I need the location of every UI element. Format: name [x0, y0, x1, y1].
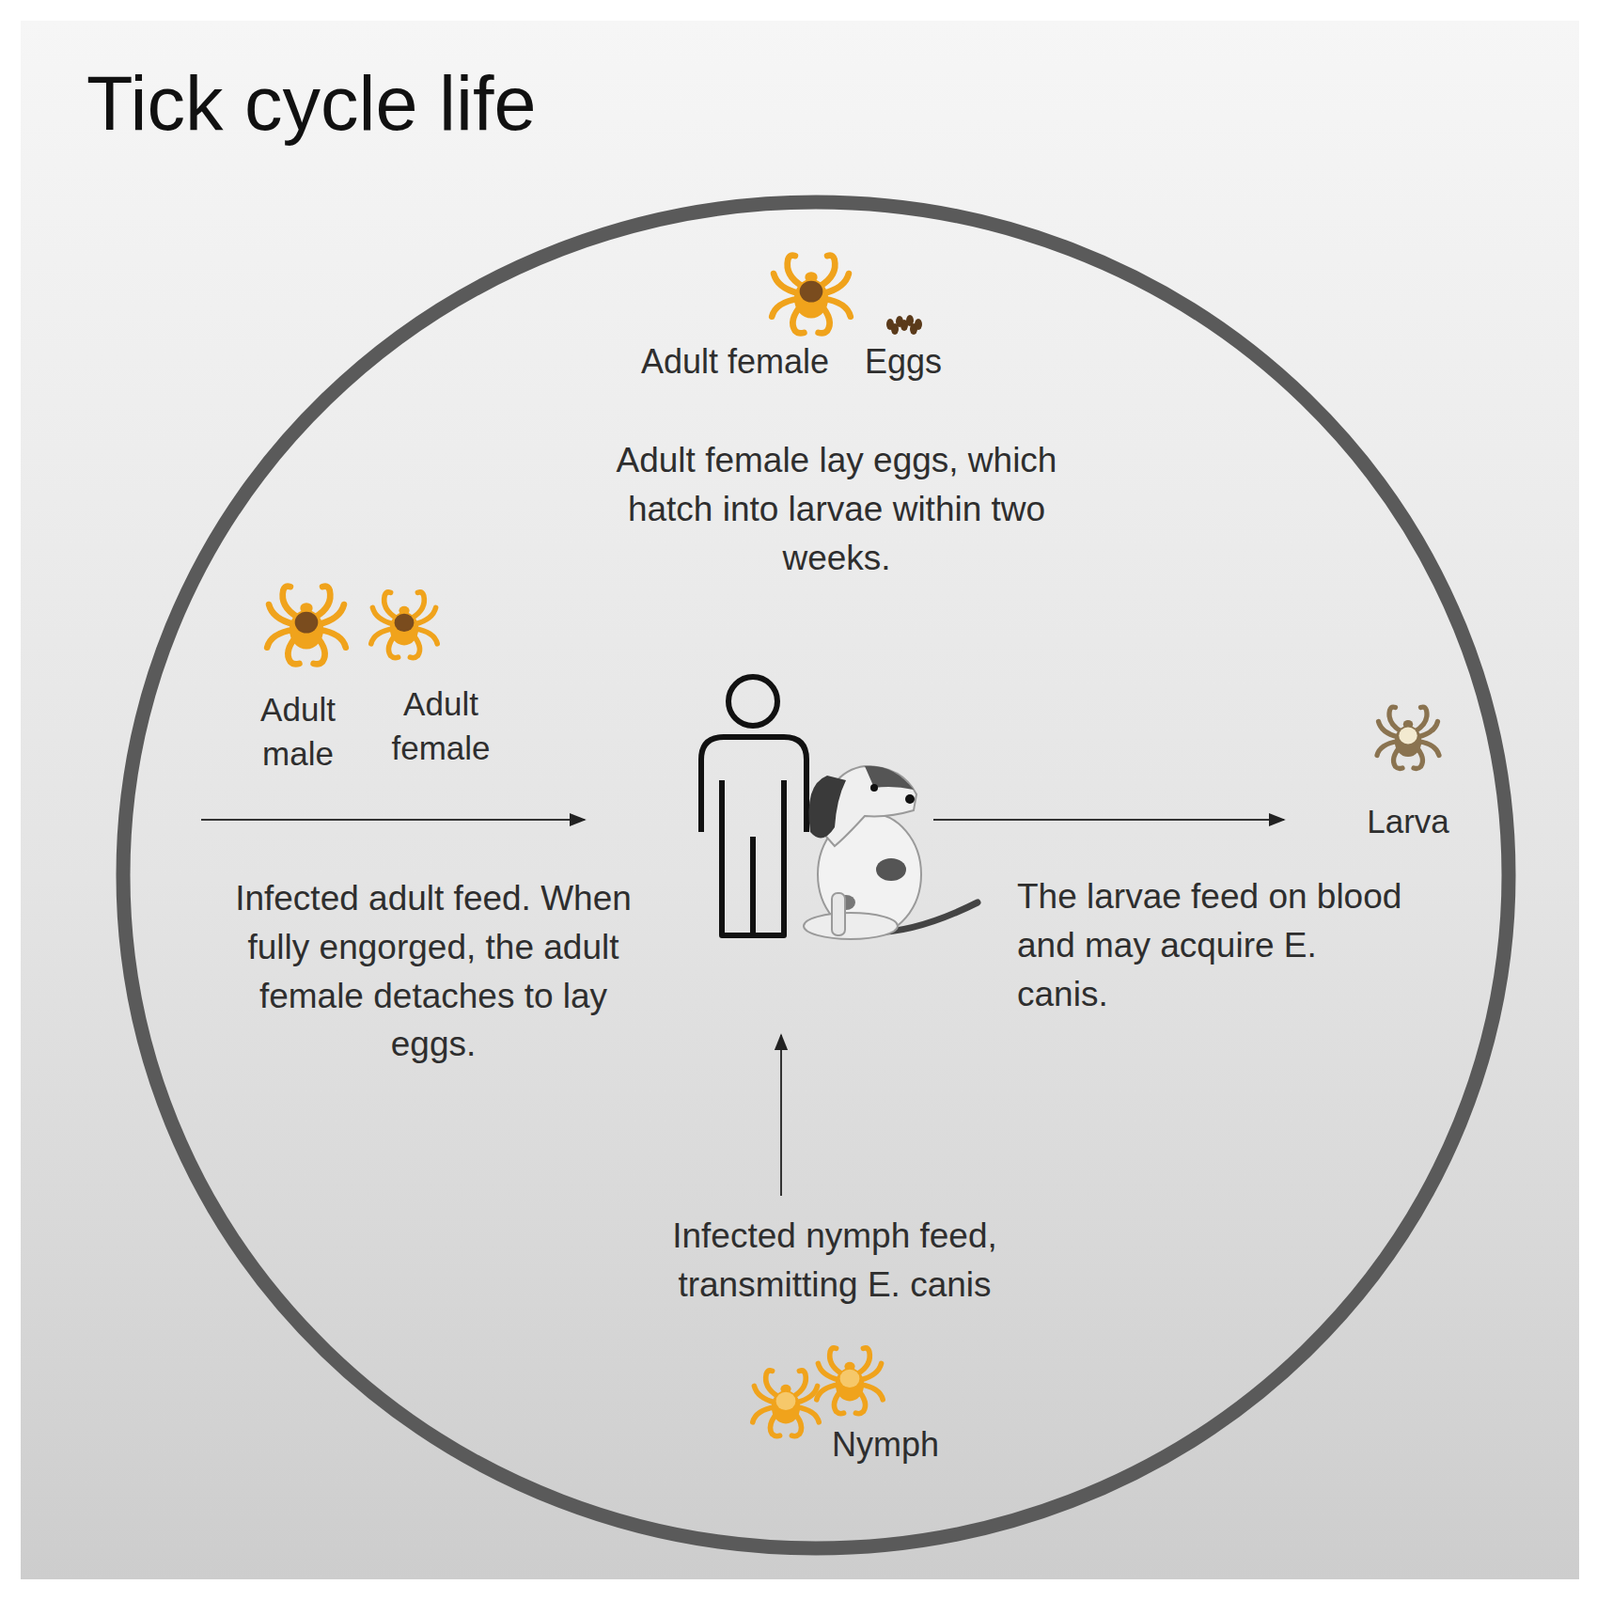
stage-name: Adult female: [379, 681, 502, 771]
tick-leg: [787, 255, 803, 287]
stage-description: The larvae feed on blood and may acquire…: [1017, 872, 1403, 1018]
stage-name: Larva: [1351, 798, 1465, 845]
stage-description: Infected nymph feed, transmitting E. can…: [627, 1211, 1042, 1310]
tick-leg: [817, 1362, 839, 1380]
tick-body: [1394, 725, 1423, 757]
tick-leg: [1415, 706, 1428, 732]
tick-scutum: [1398, 727, 1418, 745]
tick-leg: [860, 1362, 881, 1380]
tick-leg: [411, 592, 424, 619]
tick-leg: [766, 1370, 779, 1397]
background-panel: [20, 20, 1580, 1580]
tick-leg: [793, 1370, 806, 1397]
tick-leg: [384, 592, 397, 619]
eggs-icon: [886, 314, 923, 335]
nymph-tick: [816, 1347, 883, 1414]
person-icon: [701, 676, 807, 936]
tick-leg: [753, 1385, 775, 1403]
tick-leg: [820, 255, 836, 287]
tick-leg: [829, 1347, 843, 1375]
stage-description: Adult female lay eggs, which hatch into …: [610, 436, 1063, 582]
tick-scutum: [776, 1392, 797, 1410]
stage-name: Adult female: [622, 338, 848, 386]
tick-leg: [773, 273, 799, 294]
tick-leg: [1418, 721, 1439, 738]
tick-leg: [372, 607, 393, 625]
adult-female-tick: [371, 592, 438, 658]
egg: [886, 318, 894, 330]
cycle-ring: [123, 202, 1509, 1549]
flow-arrow: [780, 1034, 783, 1196]
egg: [906, 314, 914, 327]
adult-female-tick: [771, 255, 851, 334]
tick-leg: [1378, 721, 1399, 738]
dog-icon: [803, 766, 978, 940]
tick-scutum: [394, 613, 415, 632]
egg: [914, 318, 923, 330]
tick-body: [289, 610, 324, 650]
adult-male-tick: [266, 586, 346, 665]
stage-name: Eggs: [846, 338, 960, 386]
stage-name: Adult male: [246, 687, 350, 777]
nymph-tick: [752, 1370, 819, 1437]
tick-leg: [857, 1347, 870, 1375]
stage-name: Nymph: [810, 1421, 961, 1469]
stage-description: Infected adult feed. When fully engorged…: [228, 874, 639, 1069]
flow-arrow: [201, 818, 585, 821]
tick-body: [771, 1390, 800, 1424]
tick-leg: [268, 604, 295, 625]
tick-body: [794, 279, 829, 319]
diagram-title: Tick cycle life: [86, 62, 537, 146]
tick-body: [390, 611, 419, 645]
flow-arrow: [933, 818, 1284, 821]
egg: [895, 315, 904, 328]
tick-leg: [318, 604, 345, 625]
tick-scutum: [799, 281, 824, 303]
tick-scutum: [840, 1369, 861, 1388]
tick-scutum: [295, 611, 319, 634]
tick-leg: [282, 586, 298, 618]
larva-tick: [1377, 706, 1440, 768]
tick-leg: [315, 586, 331, 618]
tick-body: [835, 1367, 864, 1401]
tick-leg: [414, 607, 436, 625]
tick-leg: [1389, 706, 1402, 732]
tick-leg: [823, 273, 849, 294]
